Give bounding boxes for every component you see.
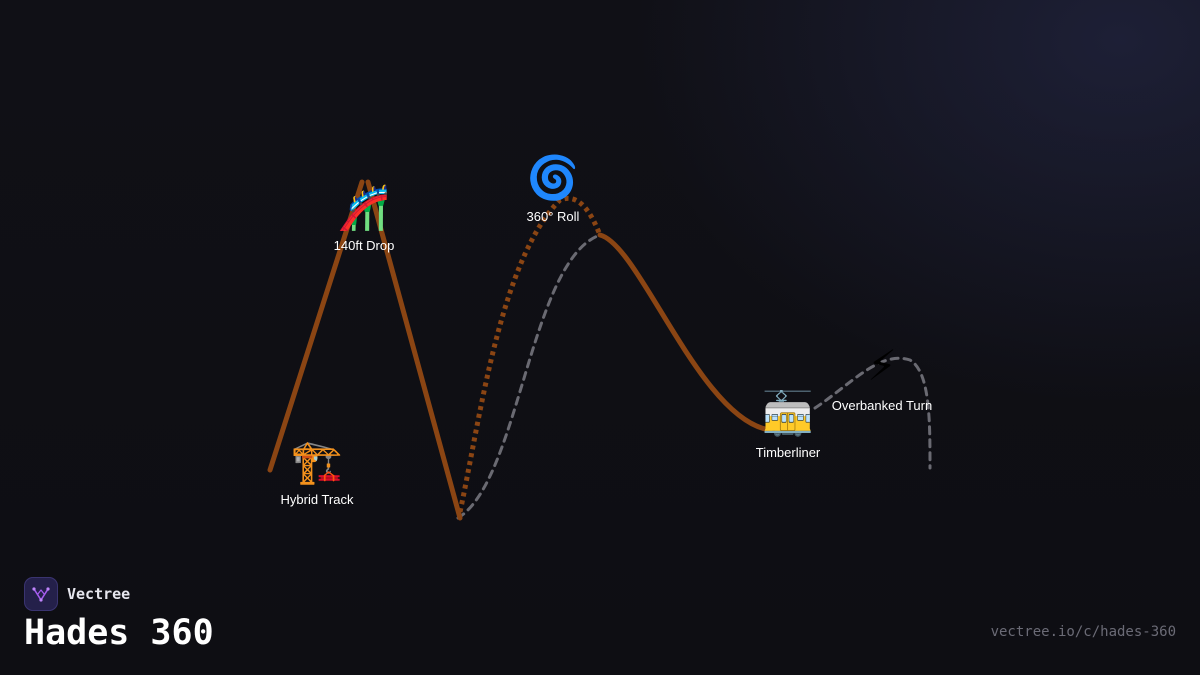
node-hybrid-track[interactable]: 🏗️ Hybrid Track bbox=[281, 437, 354, 507]
tram-car-icon: 🚋 bbox=[762, 389, 814, 438]
ghost-track-path-end bbox=[813, 356, 932, 470]
main-track-drop bbox=[365, 179, 463, 521]
page-title: Hades 360 bbox=[24, 613, 214, 653]
roller-coaster-icon: 🎢 bbox=[338, 183, 390, 232]
lightning-bolt-icon: ⚡ bbox=[867, 341, 897, 390]
node-label: Timberliner bbox=[756, 445, 821, 460]
page-url[interactable]: vectree.io/c/hades-360 bbox=[990, 624, 1176, 640]
node-label: Hybrid Track bbox=[281, 492, 354, 507]
main-track-camelback bbox=[597, 232, 773, 433]
brand-name: Vectree bbox=[67, 585, 131, 603]
brand: Vectree bbox=[24, 577, 130, 611]
main-track-lift bbox=[267, 179, 365, 473]
node-timberliner[interactable]: 🚋 Timberliner bbox=[756, 389, 821, 460]
ghost-track-path bbox=[456, 233, 602, 520]
vectree-logo-icon bbox=[24, 577, 58, 611]
node-label: 140ft Drop bbox=[334, 238, 395, 253]
inversion-track-path bbox=[457, 195, 603, 513]
node-overbanked-turn[interactable]: ⚡ Overbanked Turn bbox=[832, 341, 932, 413]
construction-crane-icon: 🏗️ bbox=[291, 437, 343, 486]
node-140ft-drop[interactable]: 🎢 140ft Drop bbox=[334, 183, 395, 253]
node-label: Overbanked Turn bbox=[832, 398, 932, 413]
node-360-roll[interactable]: 🌀 360° Roll bbox=[527, 152, 580, 224]
node-label: 360° Roll bbox=[527, 209, 580, 224]
cyclone-icon: 🌀 bbox=[527, 152, 579, 202]
